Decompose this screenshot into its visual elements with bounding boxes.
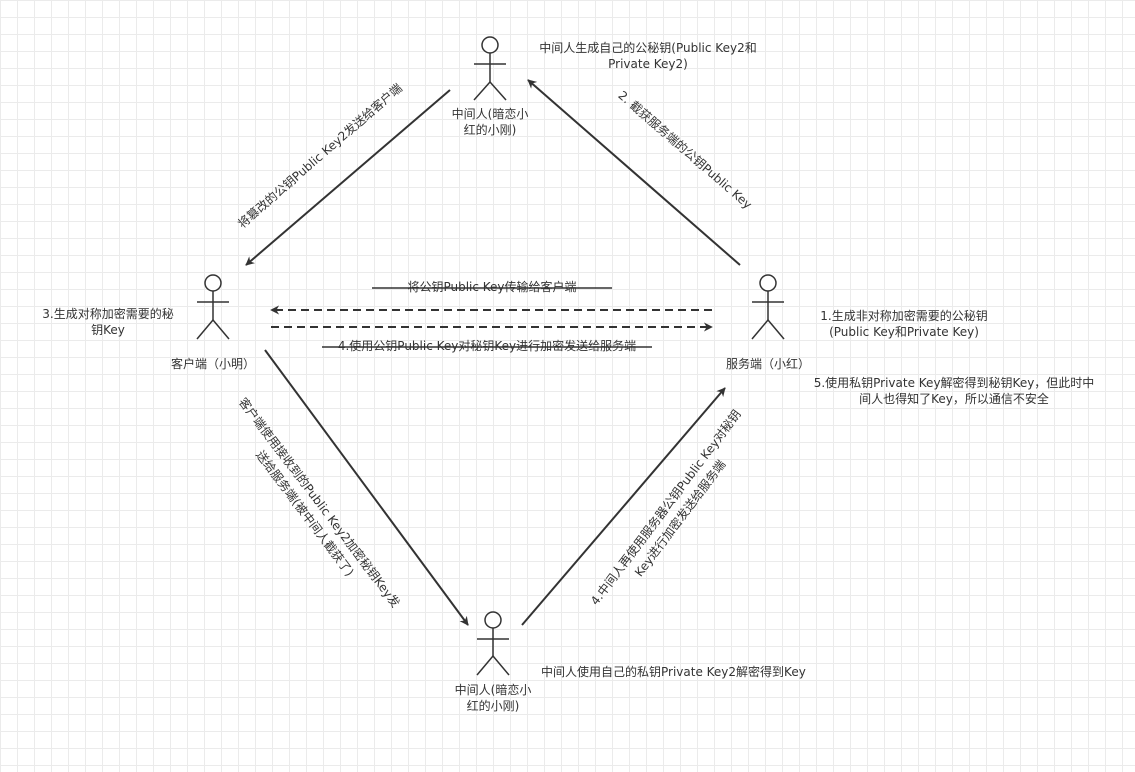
arrow-mitm-top-to-client xyxy=(245,89,451,266)
note-mitm-top: 中间人生成自己的公秘钥(Public Key2和Private Key2) xyxy=(539,41,757,71)
note-mitm-bottom: 中间人使用自己的私钥Private Key2解密得到Key xyxy=(541,665,806,679)
note-server-step1: 1.生成非对称加密需要的公秘钥(Public Key和Private Key) xyxy=(820,309,988,339)
arrow-server-to-mitm-top xyxy=(527,79,741,266)
actor-mitm-bottom-figure xyxy=(476,611,510,676)
actor-client-figure xyxy=(196,274,230,340)
note-server-step5: 5.使用私钥Private Key解密得到秘钥Key，但此时中间人也得知了Key… xyxy=(813,376,1095,406)
edge-label-client-to-server: 4.使用公钥Public Key对秘钥Key进行加密发送给服务端 xyxy=(337,339,637,353)
note-client: 3.生成对称加密需要的秘钥Key xyxy=(42,307,174,337)
edge-label-server-to-client: 将公钥Public Key传输给客户端 xyxy=(407,280,577,294)
arrow-mitm-bottom-to-server xyxy=(521,387,726,626)
arrow-client-to-mitm-bottom xyxy=(264,349,469,626)
actor-mitm-bottom-label: 中间人(暗恋小红的小刚) xyxy=(454,683,532,713)
actor-mitm-top-label: 中间人(暗恋小红的小刚) xyxy=(451,107,529,137)
actor-client-label: 客户端（小明） xyxy=(170,357,255,371)
actor-server-label: 服务端（小红） xyxy=(725,357,810,371)
actor-mitm-top-figure xyxy=(473,36,507,101)
actor-server-figure xyxy=(751,274,785,340)
